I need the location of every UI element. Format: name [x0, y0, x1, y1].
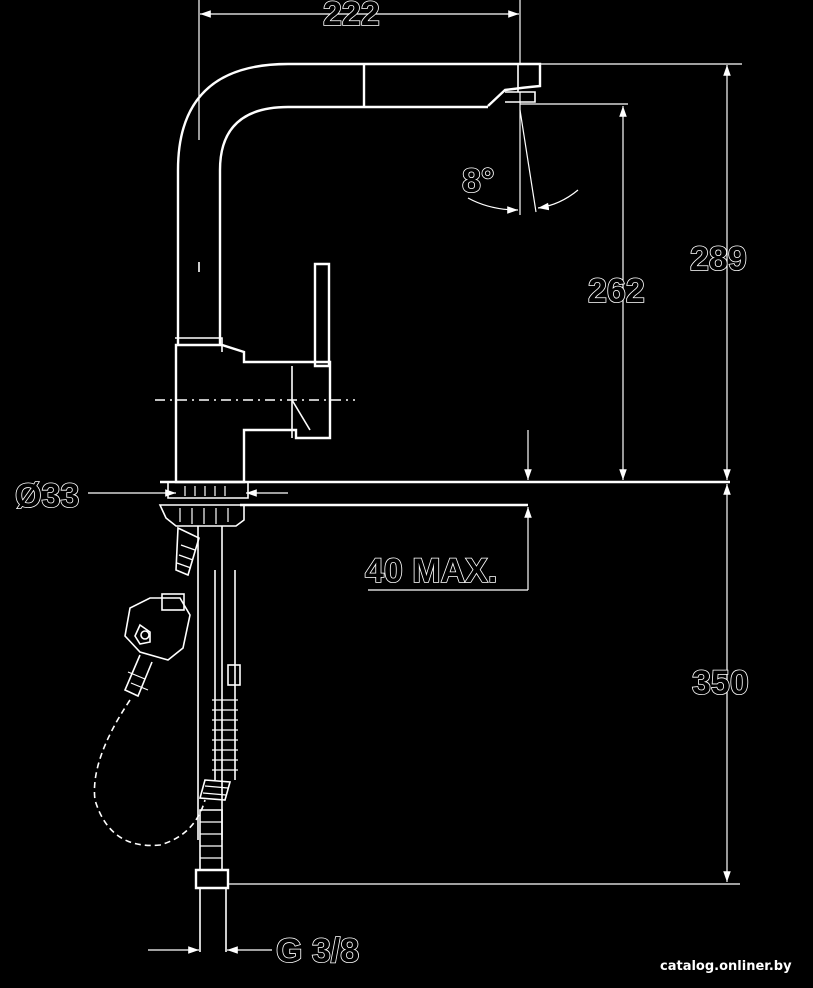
deck-thickness-label: 40 MAX. [365, 552, 497, 590]
dimension-deck-thickness: 40 MAX. [364, 430, 532, 591]
dimension-thread: G 3/8 [148, 931, 360, 971]
thread-label: G 3/8 [276, 932, 359, 970]
hose-assembly [93, 570, 241, 847]
hole-diameter-label: Ø33 [15, 477, 79, 515]
outlet-height-label: 262 [588, 272, 645, 310]
faucet-spout [176, 62, 542, 345]
swivel-angle-label: 8° [462, 162, 495, 200]
deck-surface [160, 480, 730, 507]
dimension-hole-diameter: Ø33 [14, 476, 288, 516]
supply-connection [194, 809, 230, 952]
diverter-valve [123, 526, 200, 698]
spout-reach-label: 222 [323, 0, 380, 33]
dimension-outlet-height: 262 [520, 103, 646, 480]
dimension-swivel-angle: 8° [461, 92, 579, 215]
overall-height-label: 289 [690, 240, 747, 278]
hose-length-label: 350 [692, 664, 749, 702]
dimension-hose-length: 350 [228, 484, 750, 885]
source-watermark: catalog.onliner.by [660, 959, 792, 974]
faucet-body [174, 262, 332, 484]
dimension-overall-height: 289 [540, 63, 748, 480]
dimension-spout-reach: 222 [198, 0, 521, 140]
